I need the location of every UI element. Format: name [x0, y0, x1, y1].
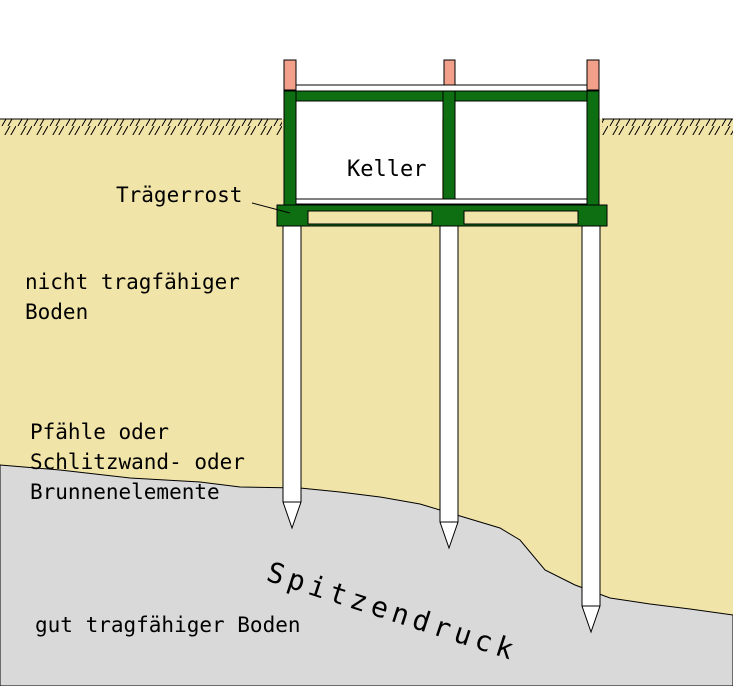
ground-hatch-left: [0, 119, 282, 135]
basement-room-right: [455, 102, 587, 203]
label-piles-line2: Schlitzwand- oder: [30, 450, 245, 474]
column-top-left: [283, 59, 297, 91]
label-keller: Keller: [347, 157, 426, 182]
label-strong-soil: gut tragfähiger Boden: [35, 613, 301, 637]
basement-wall-left: [283, 90, 297, 207]
girder-gap-right: [463, 210, 579, 225]
strong-soil-layer: [0, 464, 733, 686]
label-piles-line1: Pfähle oder: [30, 420, 169, 444]
traegerrost-leader-line: [251, 202, 291, 214]
pile-right: [581, 225, 601, 634]
basement-wall-right: [586, 90, 600, 207]
label-piles-line3: Brunnenelemente: [30, 480, 220, 504]
basement-room-left: [296, 102, 442, 203]
label-traegerrost: Trägerrost: [116, 183, 242, 207]
upper-slab: [295, 84, 588, 92]
label-weak-soil-line2: Boden: [25, 300, 88, 324]
basement-floor-line: [295, 198, 588, 205]
column-top-right: [586, 59, 600, 91]
pile-left: [282, 225, 302, 530]
ground-hatch-right: [602, 119, 733, 135]
label-weak-soil-line1: nicht tragfähiger: [25, 270, 240, 294]
basement-column-middle: [442, 90, 456, 207]
basement-ceiling-beam: [283, 90, 600, 102]
pile-middle: [439, 225, 459, 550]
girder-gap-left: [307, 210, 433, 225]
